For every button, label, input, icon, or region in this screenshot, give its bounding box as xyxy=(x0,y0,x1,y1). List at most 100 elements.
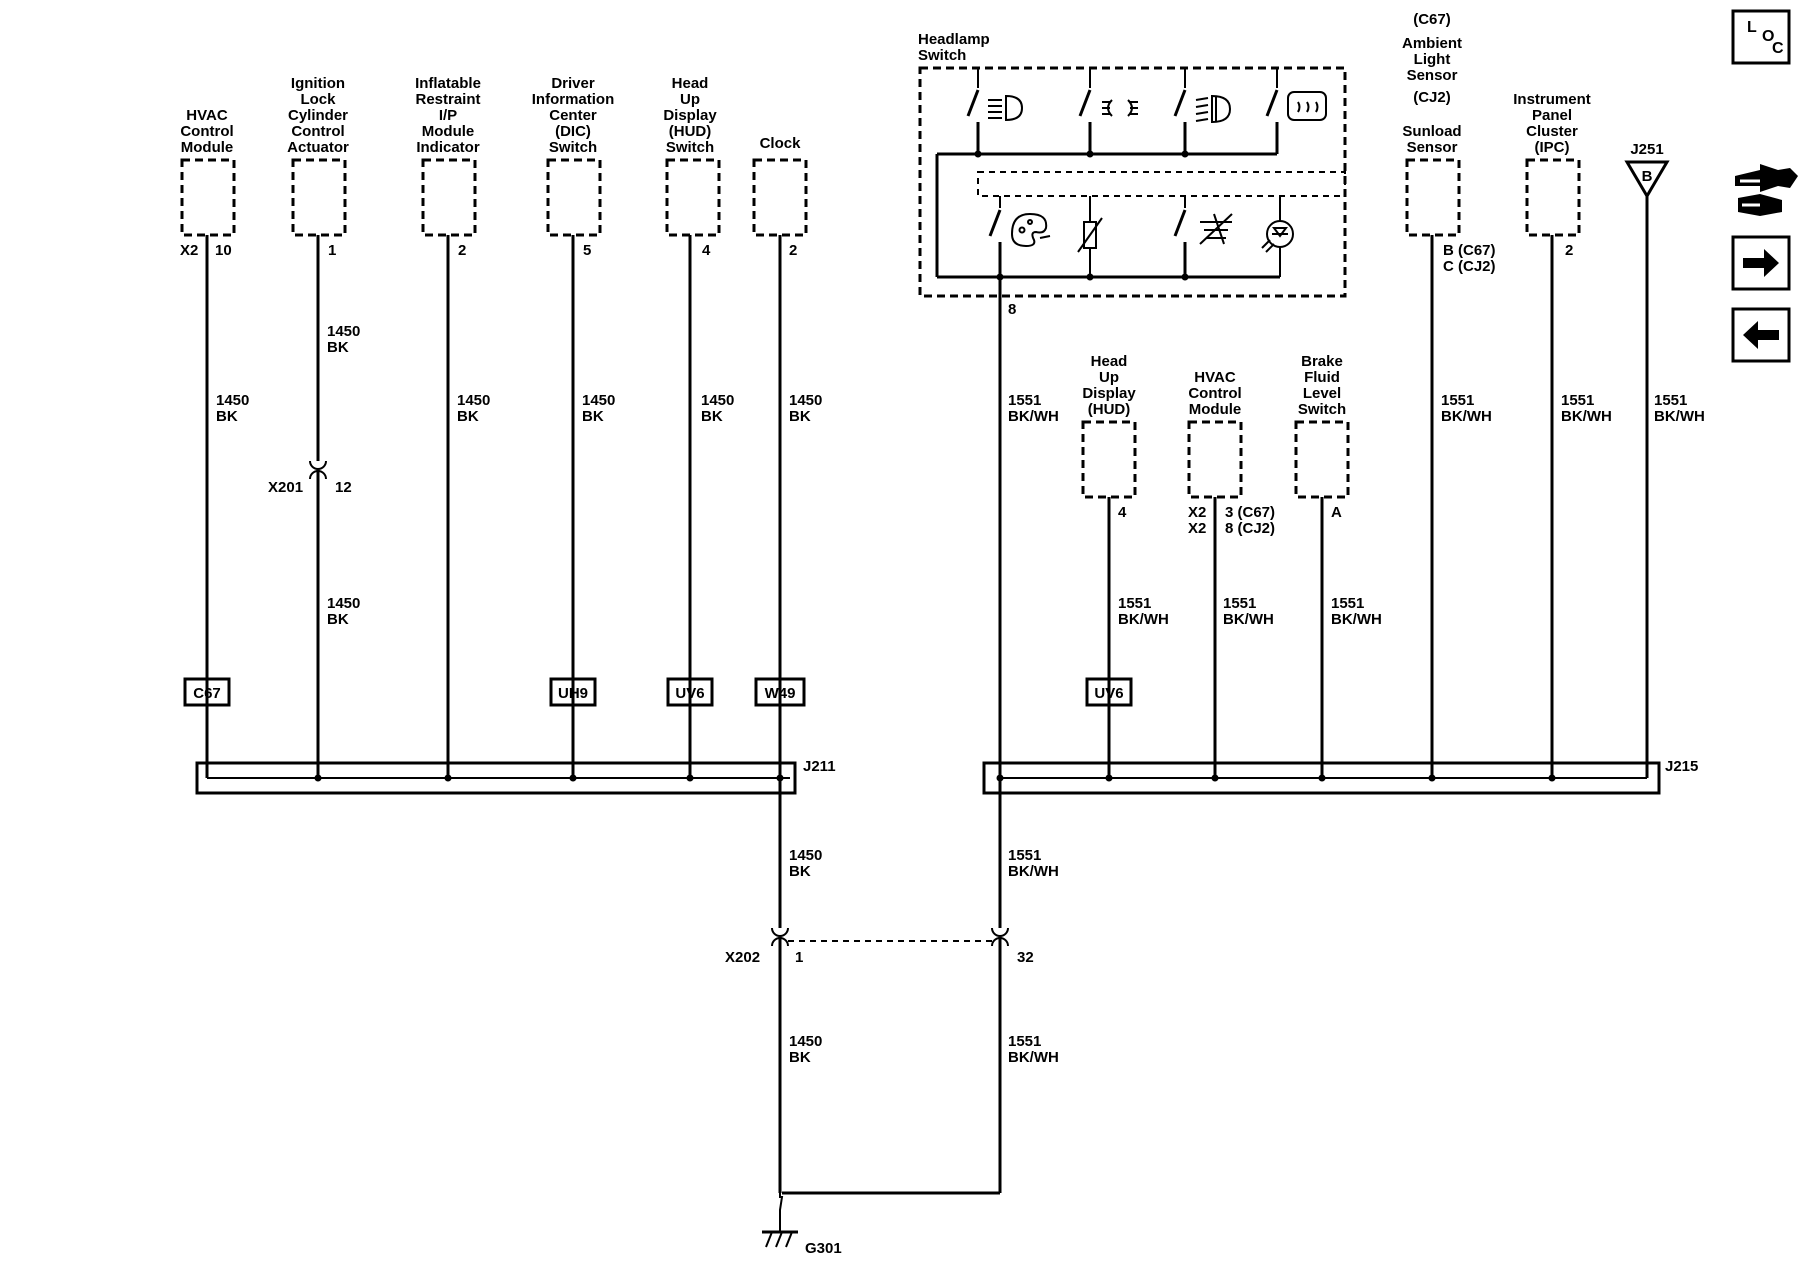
brake-fluid-level-switch: Brake Fluid Level Switch A xyxy=(1294,353,1350,521)
hud-display-label-4: (HUD) xyxy=(1088,401,1131,418)
dic-label-1: Driver xyxy=(551,75,595,92)
j211-splice-pack: J211 xyxy=(195,758,836,795)
dic-pin: 5 xyxy=(583,242,591,259)
hvac-left-box xyxy=(180,158,236,237)
wire-ipc-circuit: 1551 xyxy=(1561,392,1594,409)
next-arrow-icon xyxy=(1743,249,1779,277)
wire-splice-j215-color: BK/WH xyxy=(1008,863,1059,880)
ambient-light-sensor: (C67) Ambient Light Sensor (CJ2) Sunload… xyxy=(1402,11,1496,275)
wire-inflatable-circuit: 1450 xyxy=(457,392,490,409)
wire-splice-j211-color: BK xyxy=(789,863,811,880)
ipc-box xyxy=(1525,158,1581,237)
inflatable-label-1: Inflatable xyxy=(415,75,481,92)
loc-letter-c: C xyxy=(1772,40,1784,57)
x202-connector: X202 1 32 xyxy=(725,927,1034,966)
component-locator-button[interactable]: L O C xyxy=(1731,9,1791,65)
hvac-right-box xyxy=(1187,420,1243,499)
sunload-box xyxy=(1405,158,1461,237)
clock-box xyxy=(752,158,808,237)
ignition-label-3: Cylinder xyxy=(288,107,348,124)
hud-switch-pin: 4 xyxy=(702,242,711,259)
j251-symbol: B xyxy=(1642,168,1653,185)
prev-arrow-button[interactable] xyxy=(1731,307,1791,363)
ipc-label-2: Panel xyxy=(1532,107,1572,124)
x201-connector: X201 12 xyxy=(268,460,352,496)
hvac-left-label-2: Control xyxy=(180,123,233,140)
hvac-control-module-right: HVAC Control Module X2 X2 3 (C67) 8 (CJ2… xyxy=(1187,369,1275,537)
wire-splice-j215-circuit: 1551 xyxy=(1008,847,1041,864)
headlamp-switch: Headlamp Switch xyxy=(918,31,1347,318)
j251-label: J251 xyxy=(1630,141,1663,158)
hvac-left-label-1: HVAC xyxy=(186,107,228,124)
wire-hvac-right-color: BK/WH xyxy=(1223,611,1274,628)
ipc-pin: 2 xyxy=(1565,242,1573,259)
head-up-display: Head Up Display (HUD) 4 xyxy=(1081,353,1137,521)
ambient-label-4: Sensor xyxy=(1407,67,1458,84)
option-c67: C67 xyxy=(193,685,221,702)
rear-defog-icon xyxy=(1287,91,1327,121)
dic-box xyxy=(546,158,602,237)
prev-arrow-icon xyxy=(1743,321,1779,349)
headlamp-low-beam-icon xyxy=(988,94,1024,122)
headlamp-pin: 8 xyxy=(1008,301,1016,318)
left-wires xyxy=(205,235,784,1232)
instrument-panel-cluster: Instrument Panel Cluster (IPC) 2 xyxy=(1513,91,1591,259)
j251-reference: J251 B xyxy=(1624,141,1670,199)
option-uv6-left-tag xyxy=(666,677,714,707)
ignition-label-5: Actuator xyxy=(287,139,349,156)
x202-pin-right: 32 xyxy=(1017,949,1034,966)
hvac-right-conn-2: X2 xyxy=(1188,520,1206,537)
wire-inflatable-color: BK xyxy=(457,408,479,425)
hud-display-box xyxy=(1081,420,1137,499)
connector-icon[interactable] xyxy=(1735,164,1798,216)
hud-switch-label-3: Display xyxy=(663,107,717,124)
wire-ignition-circuit-lower: 1450 xyxy=(327,595,360,612)
headlamp-divider xyxy=(977,171,1346,197)
option-uh9-tag xyxy=(549,677,597,707)
ground-g301: G301 xyxy=(762,1230,842,1257)
fog-lamp-icon xyxy=(1195,94,1232,124)
ambient-label-1: (C67) xyxy=(1413,11,1451,28)
inflatable-label-4: Module xyxy=(422,123,475,140)
ambient-label-2: Ambient xyxy=(1402,35,1462,52)
hvac-control-module-left: HVAC Control Module X2 10 xyxy=(180,107,236,259)
hud-switch-label-2: Up xyxy=(680,91,700,108)
hvac-right-conn-1: X2 xyxy=(1188,504,1206,521)
wire-splice-j211-circuit: 1450 xyxy=(789,847,822,864)
wire-hvac-right-circuit: 1551 xyxy=(1223,595,1256,612)
ipc-label-3: Cluster xyxy=(1526,123,1578,140)
option-uv6-left: UV6 xyxy=(675,685,704,702)
j211-label: J211 xyxy=(803,758,836,775)
inflatable-label-3: I/P xyxy=(439,107,457,124)
wire-hud-switch-circuit: 1450 xyxy=(701,392,734,409)
wire-headlamp-circuit: 1551 xyxy=(1008,392,1041,409)
option-c67-tag xyxy=(183,677,231,707)
brake-box xyxy=(1294,420,1350,499)
clock-pin: 2 xyxy=(789,242,797,259)
brake-label-2: Fluid xyxy=(1304,369,1340,386)
brake-pin: A xyxy=(1331,504,1342,521)
option-uh9: UH9 xyxy=(558,685,588,702)
ambient-label-3: Light xyxy=(1414,51,1451,68)
wire-hud-switch-color: BK xyxy=(701,408,723,425)
hud-switch-label-5: Switch xyxy=(666,139,714,156)
sunload-label-2: Sensor xyxy=(1407,139,1458,156)
next-arrow-button[interactable] xyxy=(1731,235,1791,291)
ground-label: G301 xyxy=(805,1240,842,1257)
wire-headlamp-color: BK/WH xyxy=(1008,408,1059,425)
wire-hud-display-circuit: 1551 xyxy=(1118,595,1151,612)
hvac-right-label-3: Module xyxy=(1189,401,1242,418)
clock: Clock 2 xyxy=(752,135,808,259)
option-uv6-right-tag xyxy=(1085,677,1133,707)
hud-display-pin: 4 xyxy=(1118,504,1127,521)
wire-ground-bkwh-color: BK/WH xyxy=(1008,1049,1059,1066)
hud-display-label-3: Display xyxy=(1082,385,1136,402)
sunload-label-1: Sunload xyxy=(1402,123,1461,140)
wire-dic-color: BK xyxy=(582,408,604,425)
wire-ignition-color-lower: BK xyxy=(327,611,349,628)
dic-label-5: Switch xyxy=(549,139,597,156)
option-tags-left: C67 UH9 UV6 W49 xyxy=(183,677,806,707)
wire-dic-circuit: 1450 xyxy=(582,392,615,409)
inflatable-label-5: Indicator xyxy=(416,139,480,156)
